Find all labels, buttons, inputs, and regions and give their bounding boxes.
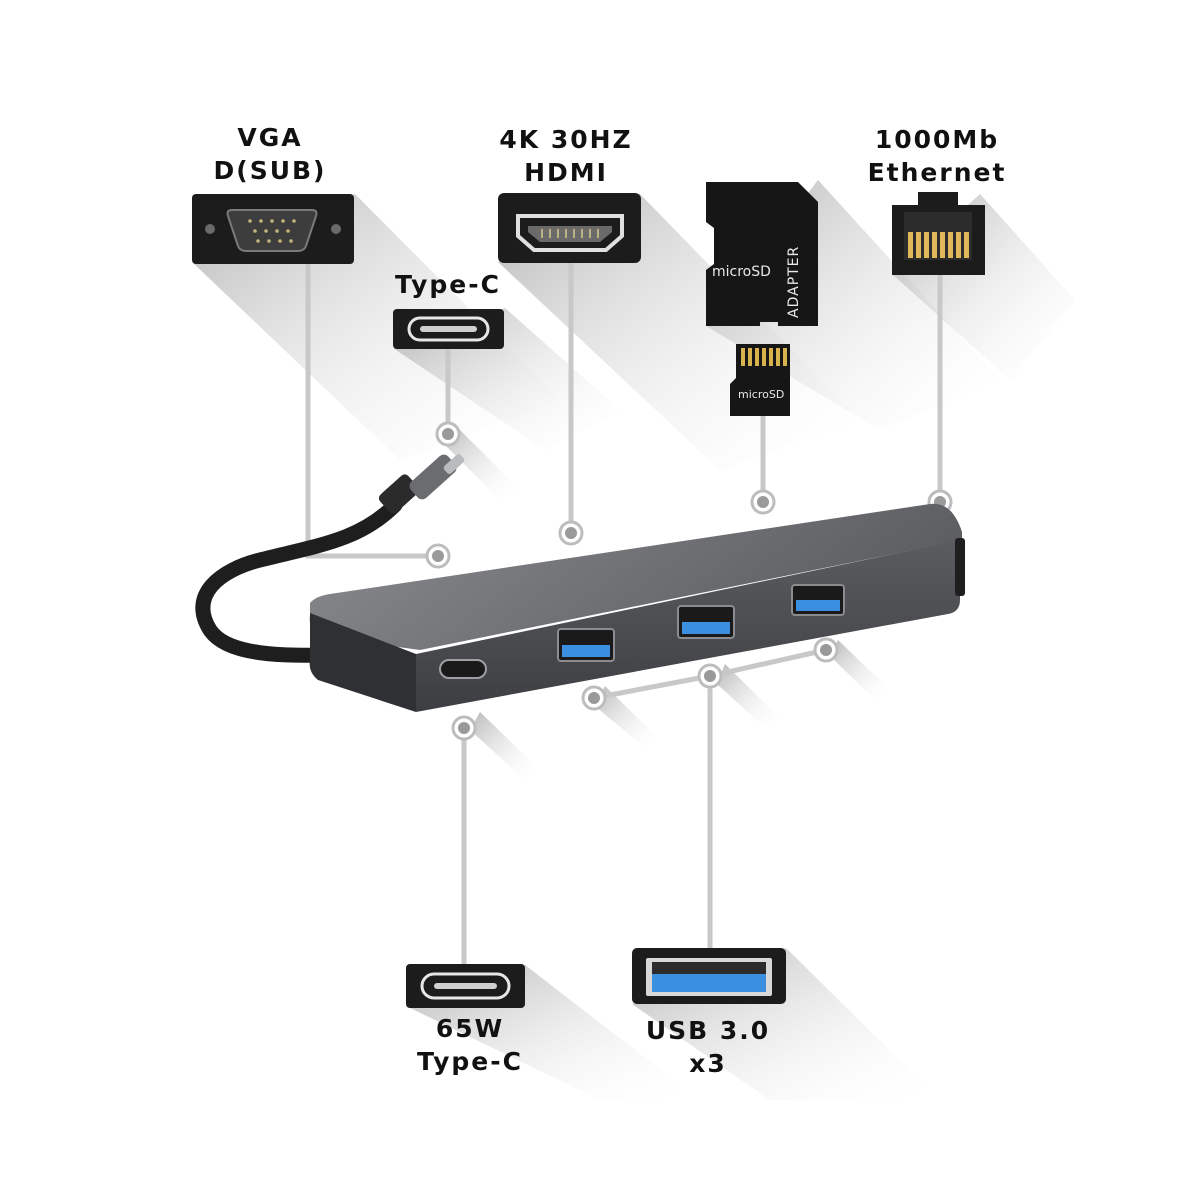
typec-label-line-1: Type-C	[395, 270, 501, 299]
typec-label: Type-C	[348, 268, 548, 301]
callout-dot	[435, 421, 461, 447]
vga-label-line-2: D(SUB)	[213, 156, 327, 185]
hub-typec-port	[439, 659, 487, 679]
typec-65w-label-line-1: 65W	[435, 1014, 505, 1043]
callout-lines	[305, 262, 943, 964]
hdmi-label: 4K 30HZ HDMI	[466, 123, 666, 189]
hub-usb-port-3	[791, 584, 845, 616]
vga-port-icon	[192, 194, 354, 264]
vga-label: VGA D(SUB)	[170, 121, 370, 187]
callout-dot	[425, 543, 451, 569]
usb-c-hub	[195, 454, 965, 712]
hdmi-port-icon	[498, 193, 641, 263]
callout-dot	[558, 520, 584, 546]
ethernet-label: 1000Mb Ethernet	[837, 123, 1037, 189]
vga-label-line-1: VGA	[237, 123, 303, 152]
hdmi-label-line-2: HDMI	[524, 158, 608, 187]
typec-65w-port-icon	[406, 964, 525, 1008]
microsd-card-icon: microSD	[730, 344, 790, 416]
adapter-side-label: ADAPTER	[786, 246, 802, 318]
usb-port-icon	[632, 948, 786, 1004]
ethernet-label-line-2: Ethernet	[867, 158, 1007, 187]
callout-dot	[451, 715, 477, 741]
microsd-adapter-label: microSD	[712, 264, 771, 280]
vga-callout-line	[305, 262, 438, 559]
callout-dot	[813, 637, 839, 663]
typec-65w-label-line-2: Type-C	[417, 1047, 523, 1076]
hub-usb-port-1	[557, 628, 615, 662]
usb-label-line-2: x3	[689, 1049, 727, 1078]
callout-dot	[581, 685, 607, 711]
callout-dots	[425, 421, 953, 741]
typec-65w-label: 65W Type-C	[370, 1012, 570, 1078]
callout-dot	[750, 489, 776, 515]
typec-port-icon	[393, 309, 504, 349]
ethernet-label-line-1: 1000Mb	[874, 125, 1000, 154]
hub-usb-port-2	[677, 605, 735, 639]
cable-strain-relief	[378, 474, 420, 514]
callout-dot	[697, 663, 723, 689]
usb-label-line-1: USB 3.0	[645, 1016, 771, 1045]
usb-label: USB 3.0 x3	[618, 1014, 798, 1080]
cable-plug-tip	[443, 454, 465, 474]
hub-cable	[195, 497, 403, 663]
microsd-card-label: microSD	[738, 388, 784, 401]
ethernet-port-icon	[892, 192, 985, 275]
microsd-adapter-icon: microSD ADAPTER	[706, 182, 818, 326]
hdmi-label-line-1: 4K 30HZ	[499, 125, 633, 154]
